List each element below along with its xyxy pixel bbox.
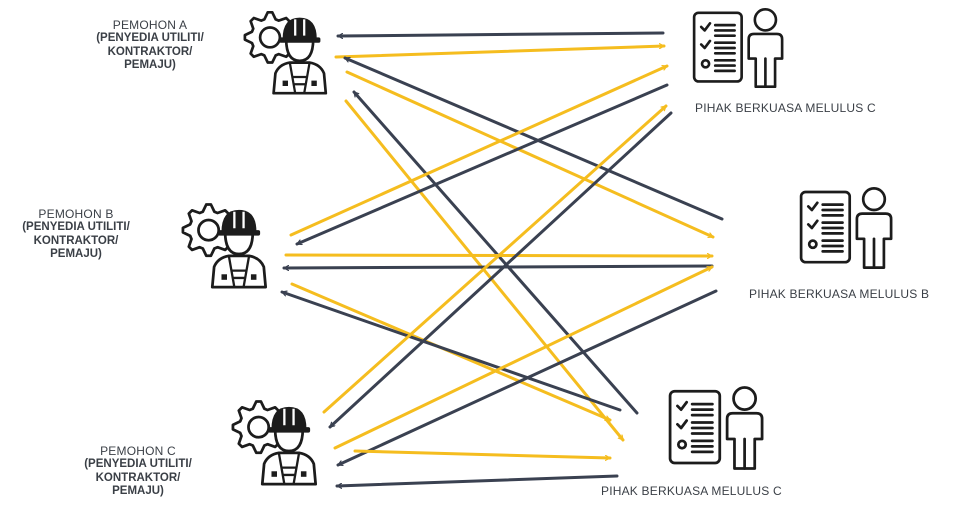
applicant-a-name: PEMOHON A xyxy=(112,18,188,32)
applicant-c-detail-3: PEMAJU) xyxy=(112,485,164,497)
applicant-c-icon xyxy=(228,394,326,486)
arrow-authority-bottom-to-b xyxy=(280,290,622,412)
applicant-b-name: PEMOHON B xyxy=(38,207,114,221)
applicant-b-detail-2: KONTRAKTOR/ xyxy=(33,234,119,247)
authority-middle-label: PIHAK BERKUASA MELULUS B xyxy=(749,287,930,301)
arrow-authority-top-to-b xyxy=(295,83,669,246)
arrow-c-to-authority-middle xyxy=(333,265,714,450)
applicant-a-icon xyxy=(243,4,333,96)
arrow-authority-bottom-to-a xyxy=(352,90,639,415)
applicant-c-label: PEMOHON C (PENYEDIA UTILITI/ KONTRAKTOR/… xyxy=(48,444,228,499)
authority-top-label: PIHAK BERKUASA MELULUS C xyxy=(695,101,876,115)
arrow-authority-middle-to-b xyxy=(282,264,714,268)
applicant-a-detail-3: PEMAJU) xyxy=(124,59,176,71)
applicant-a-detail-1: (PENYEDIA UTILITI/ xyxy=(96,32,204,44)
applicant-a-detail-2: KONTRAKTOR/ xyxy=(107,45,193,58)
arrow-authority-top-to-a xyxy=(336,31,665,36)
applicant-b-icon xyxy=(176,197,278,289)
arrow-a-to-authority-top xyxy=(334,46,666,59)
authority-top-icon xyxy=(690,4,788,92)
arrow-b-to-authority-top xyxy=(289,64,669,237)
applicant-b-detail-1: (PENYEDIA UTILITI/ xyxy=(22,221,130,233)
authority-bottom-label: PIHAK BERKUASA MELULUS C xyxy=(601,484,782,498)
arrow-authority-top-to-c xyxy=(328,111,673,429)
applicant-c-detail-1: (PENYEDIA UTILITI/ xyxy=(84,458,192,470)
applicant-b-label: PEMOHON B (PENYEDIA UTILITI/ KONTRAKTOR/… xyxy=(0,207,166,262)
authority-middle-icon xyxy=(793,183,901,273)
arrow-authority-middle-to-c xyxy=(336,289,718,467)
arrow-authority-bottom-to-c xyxy=(335,474,619,486)
arrow-authority-middle-to-a xyxy=(343,56,724,221)
applicant-b-detail-3: PEMAJU) xyxy=(50,248,102,260)
applicant-a-label: PEMOHON A (PENYEDIA UTILITI/ KONTRAKTOR/… xyxy=(60,18,240,73)
arrow-c-to-authority-bottom xyxy=(353,449,612,458)
applicant-c-name: PEMOHON C xyxy=(100,444,176,458)
arrow-c-to-authority-top xyxy=(322,104,668,414)
arrow-a-to-authority-middle xyxy=(345,70,715,239)
arrow-a-to-authority-bottom xyxy=(344,99,625,442)
applicant-c-detail-2: KONTRAKTOR/ xyxy=(95,471,181,484)
authority-bottom-icon xyxy=(662,382,772,474)
